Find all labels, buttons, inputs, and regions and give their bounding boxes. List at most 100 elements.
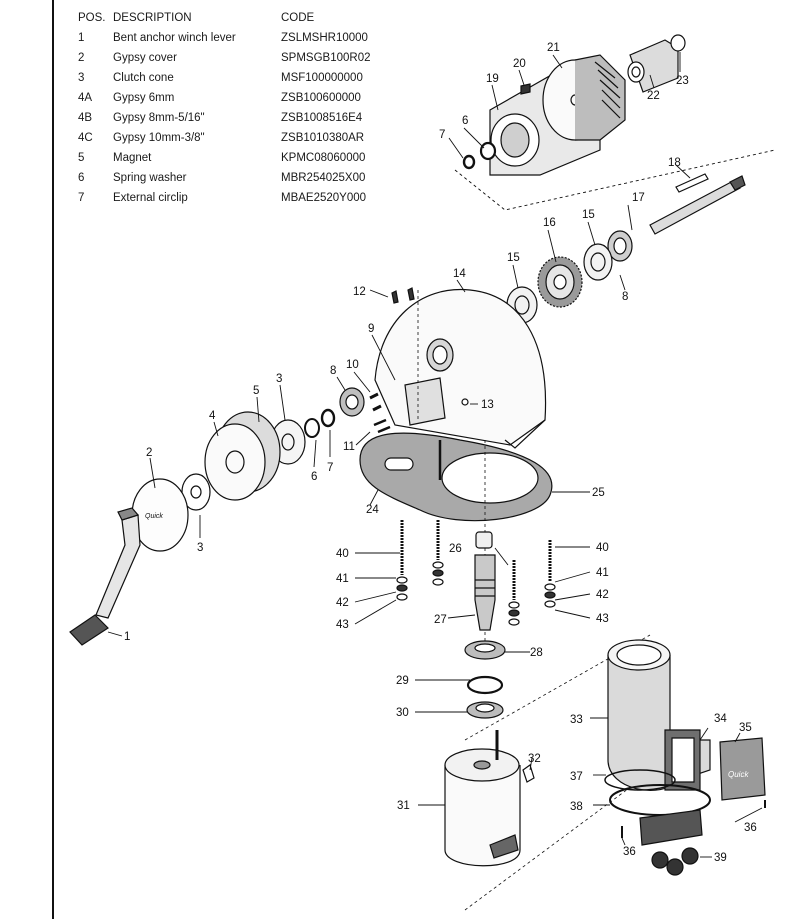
callout-label: 20: [513, 58, 526, 70]
callout-label: 40: [596, 542, 609, 554]
header-description: DESCRIPTION: [113, 12, 192, 24]
part-19-inner: [500, 122, 530, 158]
row-pos: 5: [78, 152, 85, 164]
callout-label: 28: [530, 647, 543, 659]
row-description: Bent anchor winch lever: [113, 32, 236, 44]
stud-hardware: [396, 520, 556, 626]
callout-label: 8: [622, 291, 628, 303]
part-12-screw-a: [391, 290, 399, 304]
row-pos: 4B: [78, 112, 93, 124]
gasket-plate: [359, 432, 553, 522]
row-description: Magnet: [113, 152, 152, 164]
row-pos: 7: [78, 192, 85, 204]
callout-label: 32: [528, 753, 541, 765]
row-code: ZSB1008516E4: [281, 112, 363, 124]
row-code: MBAE2520Y000: [281, 192, 367, 204]
callout-label: 24: [366, 504, 379, 516]
callout-label: 41: [596, 567, 609, 579]
callout-label: 33: [570, 714, 583, 726]
row-pos: 3: [78, 72, 85, 84]
header-code: CODE: [281, 12, 315, 24]
row-description: Gypsy cover: [113, 52, 177, 64]
callout-label: 3: [197, 542, 203, 554]
callout-label: 1: [124, 631, 130, 643]
callout-label: 36: [744, 822, 757, 834]
callout-label: 42: [336, 597, 349, 609]
callout-label: 38: [570, 801, 583, 813]
callout-leaders: [107, 52, 763, 858]
callout-label: 13: [481, 399, 494, 411]
winch-housing: [374, 287, 547, 449]
part-26-coupler: [475, 531, 493, 549]
callout-label: 16: [543, 217, 556, 229]
winch-lever: [69, 507, 141, 646]
callout-label: 4: [209, 410, 216, 422]
row-pos: 6: [78, 172, 85, 184]
callout-labels: 1 2 3 3 4 5 6 6 7 7 8 8 9 10 11 12 13 14…: [124, 42, 757, 864]
part-10-bolts: [369, 392, 382, 412]
left-margin-rule: [52, 0, 54, 919]
part-4-gypsy: [204, 423, 266, 501]
callout-label: 10: [346, 359, 359, 371]
callout-label: 25: [592, 487, 605, 499]
callout-label: 15: [507, 252, 520, 264]
row-code: ZSB100600000: [281, 92, 361, 104]
callout-label: 9: [368, 323, 374, 335]
callout-label: 43: [336, 619, 349, 631]
callout-label: 41: [336, 573, 349, 585]
part-7-circlip-top: [462, 154, 476, 170]
callout-label: 31: [397, 800, 410, 812]
row-pos: 1: [78, 32, 85, 44]
drive-shaft-stack: [464, 440, 506, 719]
gasket-slot: [384, 457, 414, 471]
callout-label: 19: [486, 73, 499, 85]
callout-label: 11: [343, 441, 355, 453]
callout-label: 14: [453, 268, 466, 280]
part-39-gland-b: [666, 858, 684, 876]
header-pos: POS.: [78, 12, 106, 24]
row-description: Gypsy 8mm-5/16": [113, 112, 205, 124]
row-description: Clutch cone: [113, 72, 174, 84]
part-29-circlip: [466, 675, 504, 695]
callout-label: 43: [596, 613, 609, 625]
callout-label: 3: [276, 373, 282, 385]
part-39-gland-c: [681, 847, 699, 865]
callout-label: 42: [596, 589, 609, 601]
part-21-drum-body: [574, 54, 626, 141]
callout-label: 7: [327, 462, 333, 474]
part-1-lever-grip: [69, 614, 109, 646]
callout-label: 23: [676, 75, 689, 87]
part-1-lever-arm: [95, 514, 141, 619]
callout-label: 27: [434, 614, 447, 626]
callout-label: 30: [396, 707, 409, 719]
terminal-block: [639, 809, 703, 846]
callout-label: 40: [336, 548, 349, 560]
row-code: ZSLMSHR10000: [281, 32, 368, 44]
part-35-cover-plate: [719, 737, 766, 801]
callout-label: 18: [668, 157, 681, 169]
row-pos: 4A: [78, 92, 93, 104]
part-13-pin: [461, 398, 469, 406]
callout-label: 21: [547, 42, 560, 54]
row-code: KPMC08060000: [281, 152, 366, 164]
row-pos: 4C: [78, 132, 93, 144]
brand-logo-cover: Quick: [145, 513, 163, 520]
motor-assembly: [444, 634, 651, 911]
callout-label: 36: [623, 846, 636, 858]
callout-label: 22: [647, 90, 660, 102]
callout-label: 12: [353, 286, 366, 298]
shaft-assembly: [506, 173, 746, 324]
callout-label: 39: [714, 852, 727, 864]
callout-label: 34: [714, 713, 727, 725]
gypsy-stack: [131, 387, 391, 552]
inset-boundary-dashed: [454, 149, 776, 211]
part-6-washer-top: [479, 141, 497, 161]
part-32-brush: [522, 764, 535, 783]
callout-label: 2: [146, 447, 152, 459]
callout-label: 8: [330, 365, 336, 377]
row-description: External circlip: [113, 192, 188, 204]
part-9-bracket: [404, 377, 446, 426]
callout-label: 6: [462, 115, 468, 127]
callout-label: 29: [396, 675, 409, 687]
part-6-washer: [304, 418, 320, 438]
